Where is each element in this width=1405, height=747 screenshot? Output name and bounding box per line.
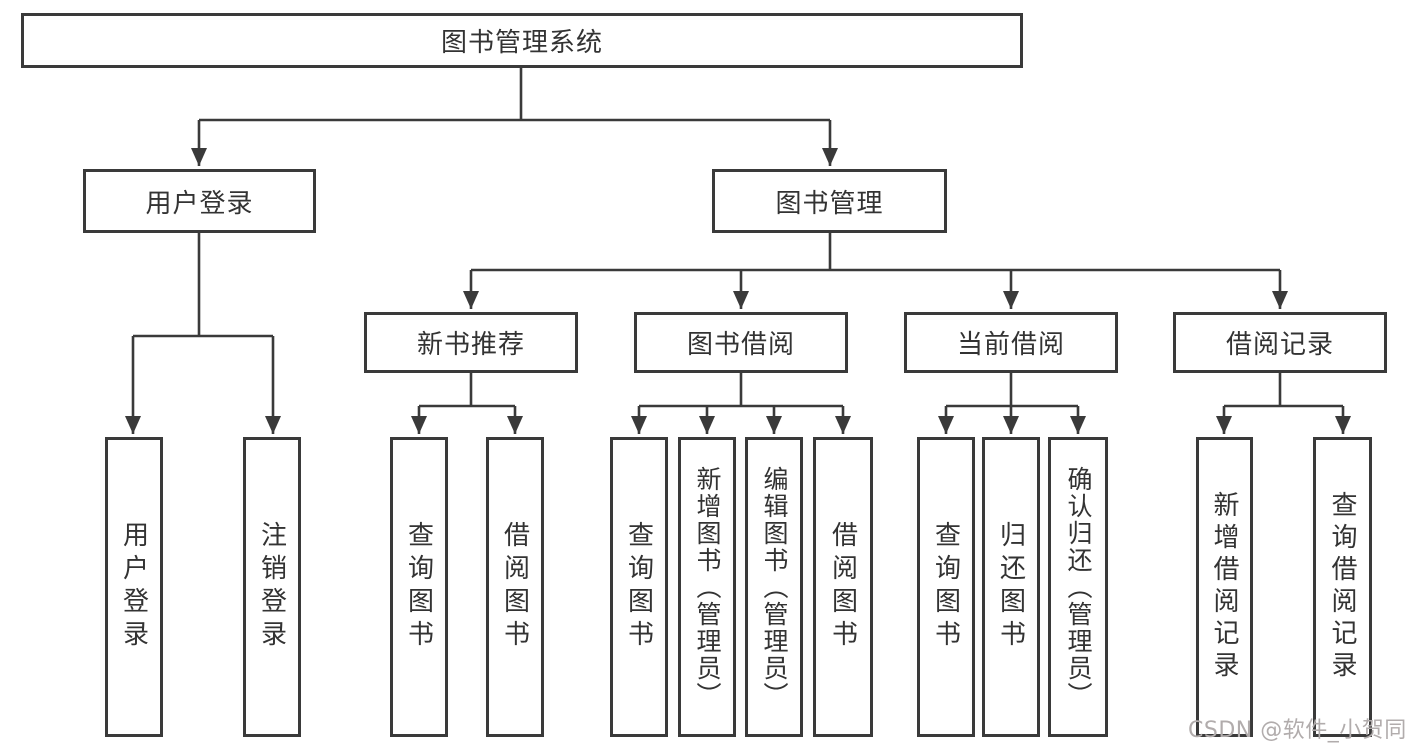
leaf-add-borrow-record-label: 新增借阅记录 xyxy=(1209,491,1239,683)
leaf-borrow-books-2: 借阅图书 xyxy=(813,437,873,737)
leaf-add-book-admin: 新增图书（管理员） xyxy=(678,437,736,737)
node-borrow-records-label: 借阅记录 xyxy=(1225,330,1334,360)
node-root-label: 图书管理系统 xyxy=(440,28,603,58)
node-current-borrow-label: 当前借阅 xyxy=(956,330,1065,360)
node-book-management-label: 图书管理 xyxy=(775,188,884,219)
leaf-query-borrow-record: 查询借阅记录 xyxy=(1313,437,1372,737)
leaf-user-login-label: 用户登录 xyxy=(118,521,149,653)
leaf-add-book-admin-label: 新增图书（管理员） xyxy=(693,465,722,709)
leaf-query-books-1: 查询图书 xyxy=(390,437,448,737)
leaf-borrow-books-1-label: 借阅图书 xyxy=(499,521,530,653)
leaf-query-borrow-record-label: 查询借阅记录 xyxy=(1327,491,1357,683)
leaf-edit-book-admin-label: 编辑图书（管理员） xyxy=(760,465,789,709)
leaf-borrow-books-1: 借阅图书 xyxy=(486,437,544,737)
node-user-login-label: 用户登录 xyxy=(145,188,254,219)
leaf-query-books-3: 查询图书 xyxy=(917,437,975,737)
node-new-book-recommend-label: 新书推荐 xyxy=(416,330,525,360)
leaf-query-books-3-label: 查询图书 xyxy=(930,521,961,653)
leaf-return-books-label: 归还图书 xyxy=(995,521,1026,653)
node-current-borrow: 当前借阅 xyxy=(904,312,1118,373)
node-book-management: 图书管理 xyxy=(712,169,947,233)
leaf-borrow-books-2-label: 借阅图书 xyxy=(827,521,858,653)
csdn-watermark: CSDN @软件_小贺同学 xyxy=(1188,718,1405,743)
leaf-logout: 注销登录 xyxy=(243,437,301,737)
leaf-user-login: 用户登录 xyxy=(105,437,163,737)
leaf-query-books-2: 查询图书 xyxy=(610,437,668,737)
leaf-confirm-return-admin-label: 确认归还（管理员） xyxy=(1064,465,1093,709)
leaf-query-books-1-label: 查询图书 xyxy=(403,521,434,653)
node-borrow-records: 借阅记录 xyxy=(1173,312,1387,373)
node-new-book-recommend: 新书推荐 xyxy=(364,312,578,373)
leaf-return-books: 归还图书 xyxy=(982,437,1040,737)
leaf-query-books-2-label: 查询图书 xyxy=(623,521,654,653)
node-user-login: 用户登录 xyxy=(83,169,316,233)
node-book-borrow: 图书借阅 xyxy=(634,312,848,373)
node-root: 图书管理系统 xyxy=(21,13,1023,68)
leaf-logout-label: 注销登录 xyxy=(256,521,287,653)
leaf-add-borrow-record: 新增借阅记录 xyxy=(1196,437,1253,737)
leaf-confirm-return-admin: 确认归还（管理员） xyxy=(1048,437,1108,737)
leaf-edit-book-admin: 编辑图书（管理员） xyxy=(745,437,803,737)
node-book-borrow-label: 图书借阅 xyxy=(686,330,795,360)
